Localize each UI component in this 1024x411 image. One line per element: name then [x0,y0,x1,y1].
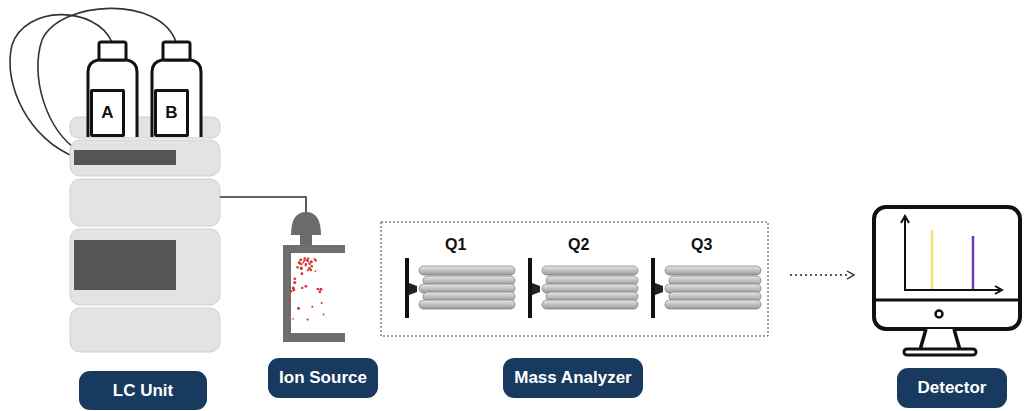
stage-label: Detector [897,368,1007,408]
label-text: Mass Analyzer [514,368,631,388]
stage-name: Q3 [691,236,712,254]
stage-name: Q1 [445,236,466,254]
bottle-label: A [90,89,125,137]
label-text: Detector [918,378,987,398]
lc-panel [74,150,176,165]
tubing [220,197,306,212]
lc-panel [74,240,176,290]
label-text: Ion Source [279,368,367,388]
stage-label: Mass Analyzer [503,358,643,398]
analyzer-frame [381,222,768,336]
label-text: LC Unit [113,381,173,401]
ion-source [283,212,345,342]
label-text: B [165,103,177,123]
spray-droplets [288,257,324,321]
stage-label: Ion Source [268,358,378,398]
flow-arrowhead [847,271,854,279]
solvent-bottle [88,42,201,137]
quadrupoles [405,258,761,318]
monitor [874,207,1020,355]
lc-stack [70,117,220,352]
stage-name: Q2 [568,236,589,254]
stage-label: LC Unit [79,371,207,410]
label-text: A [101,103,113,123]
flow-arrow [790,274,850,276]
bottle-label: B [154,89,189,137]
